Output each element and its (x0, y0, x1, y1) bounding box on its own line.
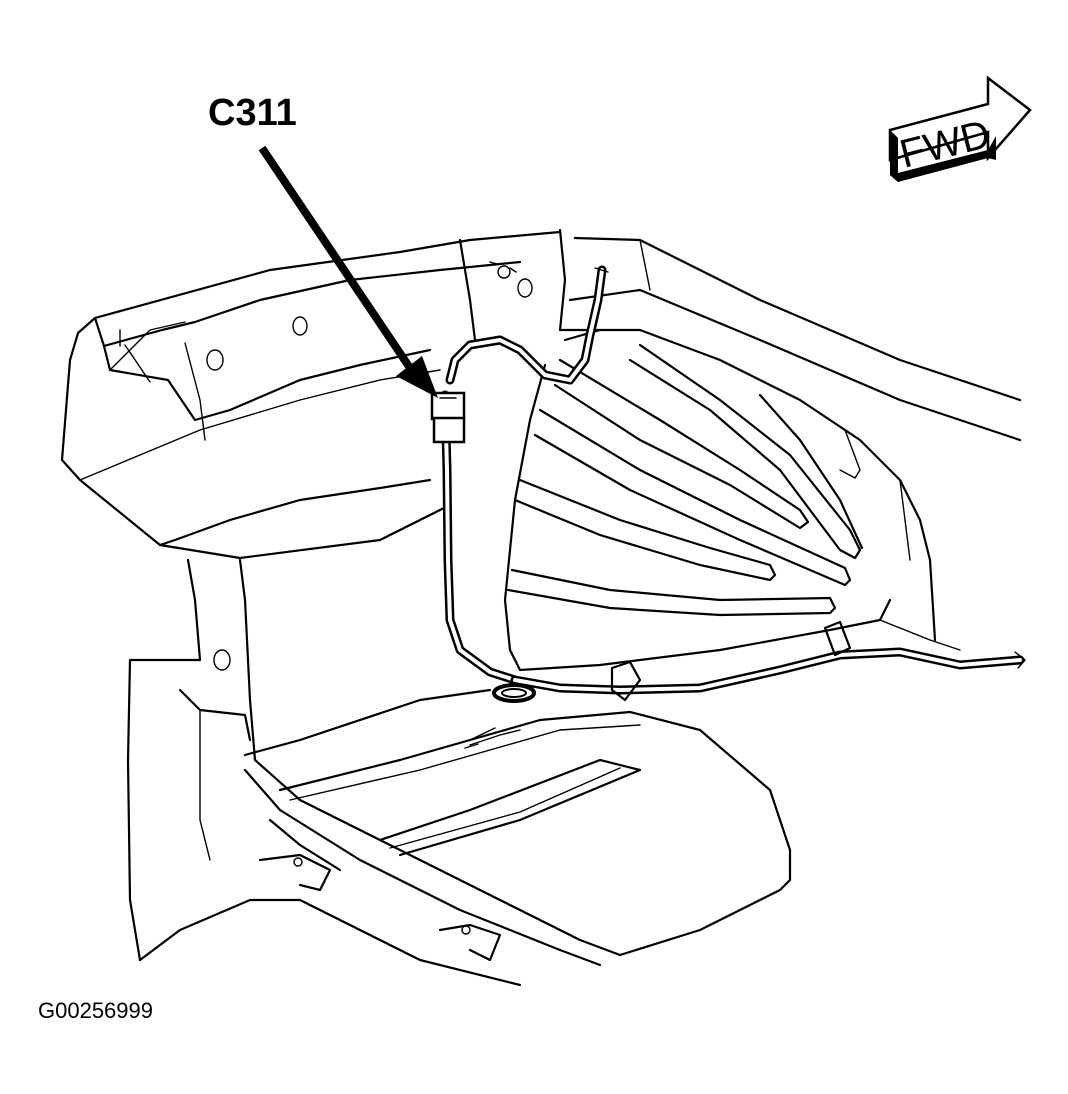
wheelhouse-left-edge (126, 558, 257, 962)
trunk-floor (138, 688, 792, 987)
left-body-panel (60, 230, 562, 560)
callout-arrow (258, 145, 438, 398)
wheelhouse-panel (503, 228, 1022, 672)
fwd-label: FWD (896, 112, 995, 177)
figure-id: G00256999 (38, 998, 153, 1023)
connector-callout-label: C311 (208, 92, 297, 134)
fwd-direction-arrow: FWD (888, 75, 1032, 182)
wiring-harness (440, 265, 1026, 703)
connector-c311 (430, 391, 466, 444)
